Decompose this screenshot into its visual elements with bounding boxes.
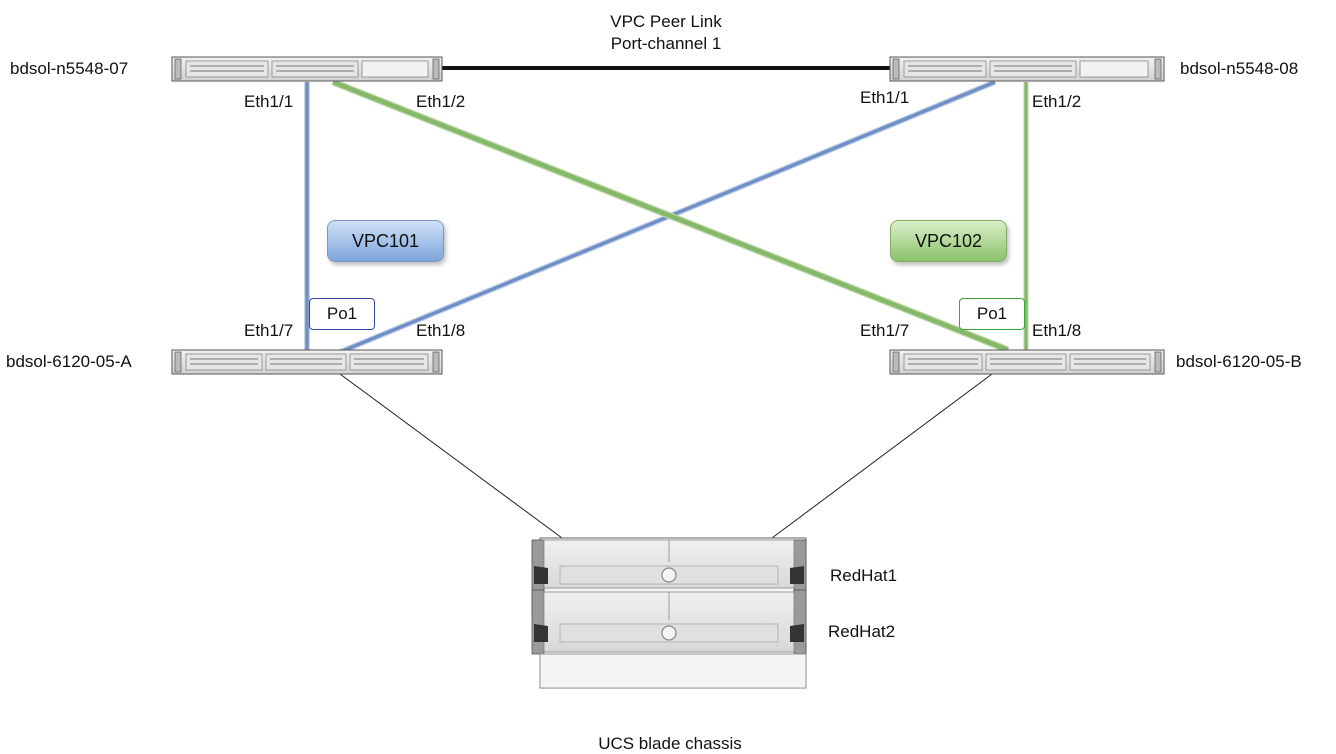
switch-label-n5548-08: bdsol-n5548-08 bbox=[1180, 59, 1299, 78]
port-label-n08-eth1-2: Eth1/2 bbox=[1032, 92, 1082, 111]
chassis-title: UCS blade chassis bbox=[598, 734, 742, 753]
peer-link-label-line2: Port-channel 1 bbox=[610, 34, 722, 53]
port-channel-b-badge: Po1 bbox=[959, 298, 1025, 330]
vpc101-badge: VPC101 bbox=[327, 220, 444, 262]
blade-label-redhat1: RedHat1 bbox=[830, 566, 898, 585]
switch-6120-05-a-icon bbox=[171, 349, 443, 375]
port-label-n07-eth1-2: Eth1/2 bbox=[416, 92, 466, 111]
port-channel-a-badge: Po1 bbox=[309, 298, 375, 330]
switch-label-n5548-07: bdsol-n5548-07 bbox=[10, 59, 129, 78]
vpc102-badge: VPC102 bbox=[890, 220, 1007, 262]
vpc101-links bbox=[304, 79, 997, 355]
fi-b-to-chassis-line bbox=[771, 373, 993, 539]
port-label-a-eth1-7: Eth1/7 bbox=[244, 321, 294, 340]
fi-a-to-chassis-line bbox=[339, 373, 563, 539]
switch-label-6120-05-b: bdsol-6120-05-B bbox=[1176, 352, 1302, 371]
switch-n5548-08-icon bbox=[889, 56, 1165, 82]
port-label-n07-eth1-1: Eth1/1 bbox=[244, 92, 294, 111]
blade-chassis-icon bbox=[531, 537, 807, 689]
port-label-b-eth1-8: Eth1/8 bbox=[1032, 321, 1082, 340]
switch-6120-05-b-icon bbox=[889, 349, 1165, 375]
blade-label-redhat2: RedHat2 bbox=[828, 622, 896, 641]
switch-label-6120-05-a: bdsol-6120-05-A bbox=[6, 352, 132, 371]
peer-link-label-line1: VPC Peer Link bbox=[610, 12, 722, 31]
vpc102-links bbox=[331, 78, 1029, 354]
port-label-b-eth1-7: Eth1/7 bbox=[860, 321, 910, 340]
port-label-a-eth1-8: Eth1/8 bbox=[416, 321, 466, 340]
port-label-n08-eth1-1: Eth1/1 bbox=[860, 88, 910, 107]
switch-n5548-07-icon bbox=[171, 56, 443, 82]
